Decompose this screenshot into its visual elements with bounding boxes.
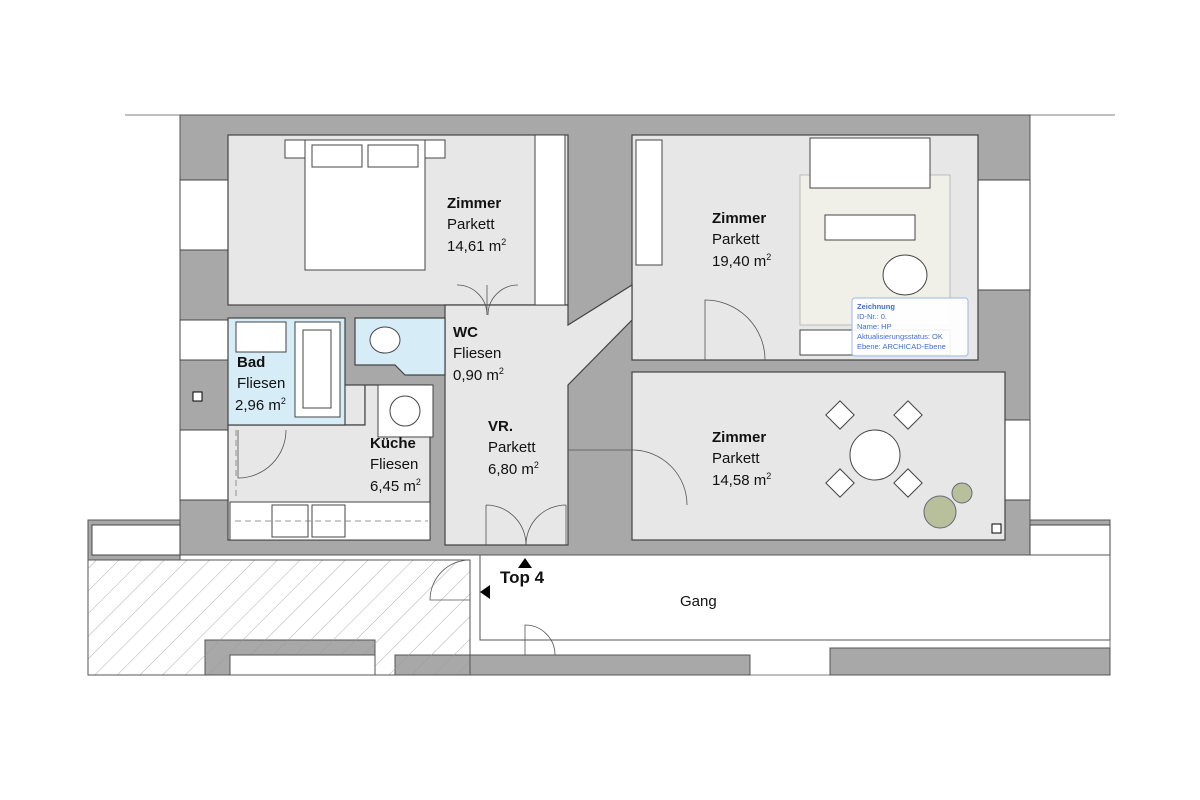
sink-icon: [235, 321, 287, 353]
room-name: VR.: [488, 418, 513, 435]
armchair: [882, 254, 928, 296]
room-name: Zimmer: [447, 195, 501, 212]
room-area: 14,58 m2: [712, 471, 771, 489]
tooltip-line: Ebene: ARCHICAD-Ebene: [857, 342, 946, 351]
corridor-gang: [479, 554, 1111, 641]
unit-label: Top 4: [500, 568, 545, 587]
room-name: Küche: [370, 435, 416, 452]
plant-icon: [923, 495, 957, 529]
room-floor: Parkett: [447, 216, 495, 233]
wall-opening: [229, 654, 376, 676]
info-tooltip: Zeichnung ID-Nr.: 0. Name: HP Aktualisie…: [851, 297, 969, 357]
room-floor: Fliesen: [453, 345, 501, 362]
shaft-icon: [991, 523, 1002, 534]
room-area: 6,45 m2: [370, 477, 421, 495]
room-floor: Parkett: [488, 439, 536, 456]
toilet-icon: [369, 326, 401, 354]
sofa-icon: [809, 137, 931, 189]
room-labels: Zimmer Parkett 14,61 m2 Zimmer Parkett 1…: [235, 195, 771, 610]
room-name: Zimmer: [712, 429, 766, 446]
furniture: [229, 134, 973, 541]
room-name: Bad: [237, 354, 265, 371]
room-name: WC: [453, 324, 478, 341]
entrance-marker-icon: [518, 558, 532, 568]
wardrobe-2: [635, 139, 663, 266]
corridor-label: Gang: [680, 593, 717, 610]
room-area: 19,40 m2: [712, 252, 771, 270]
room-area: 14,61 m2: [447, 237, 506, 255]
doors: [237, 284, 766, 656]
room-area: 6,80 m2: [488, 460, 539, 478]
room-floor: Fliesen: [237, 375, 285, 392]
coffee-table: [824, 214, 916, 241]
tooltip-line: Name: HP: [857, 322, 892, 331]
tooltip-title: Zeichnung: [857, 302, 895, 311]
room-area: 0,90 m2: [453, 366, 504, 384]
room-floor: Parkett: [712, 450, 760, 467]
dining-table: [849, 429, 901, 481]
wardrobe: [534, 134, 566, 306]
tooltip-line: ID-Nr.: 0.: [857, 312, 887, 321]
shaft-icon: [192, 391, 203, 402]
windows: [91, 179, 1111, 556]
room-floor: Parkett: [712, 231, 760, 248]
tooltip-line: Aktualisierungsstatus: OK: [857, 332, 943, 341]
room-area: 2,96 m2: [235, 396, 286, 414]
room-name: Zimmer: [712, 210, 766, 227]
entrance-arrow-icon: [480, 585, 490, 599]
room-floor: Fliesen: [370, 456, 418, 473]
